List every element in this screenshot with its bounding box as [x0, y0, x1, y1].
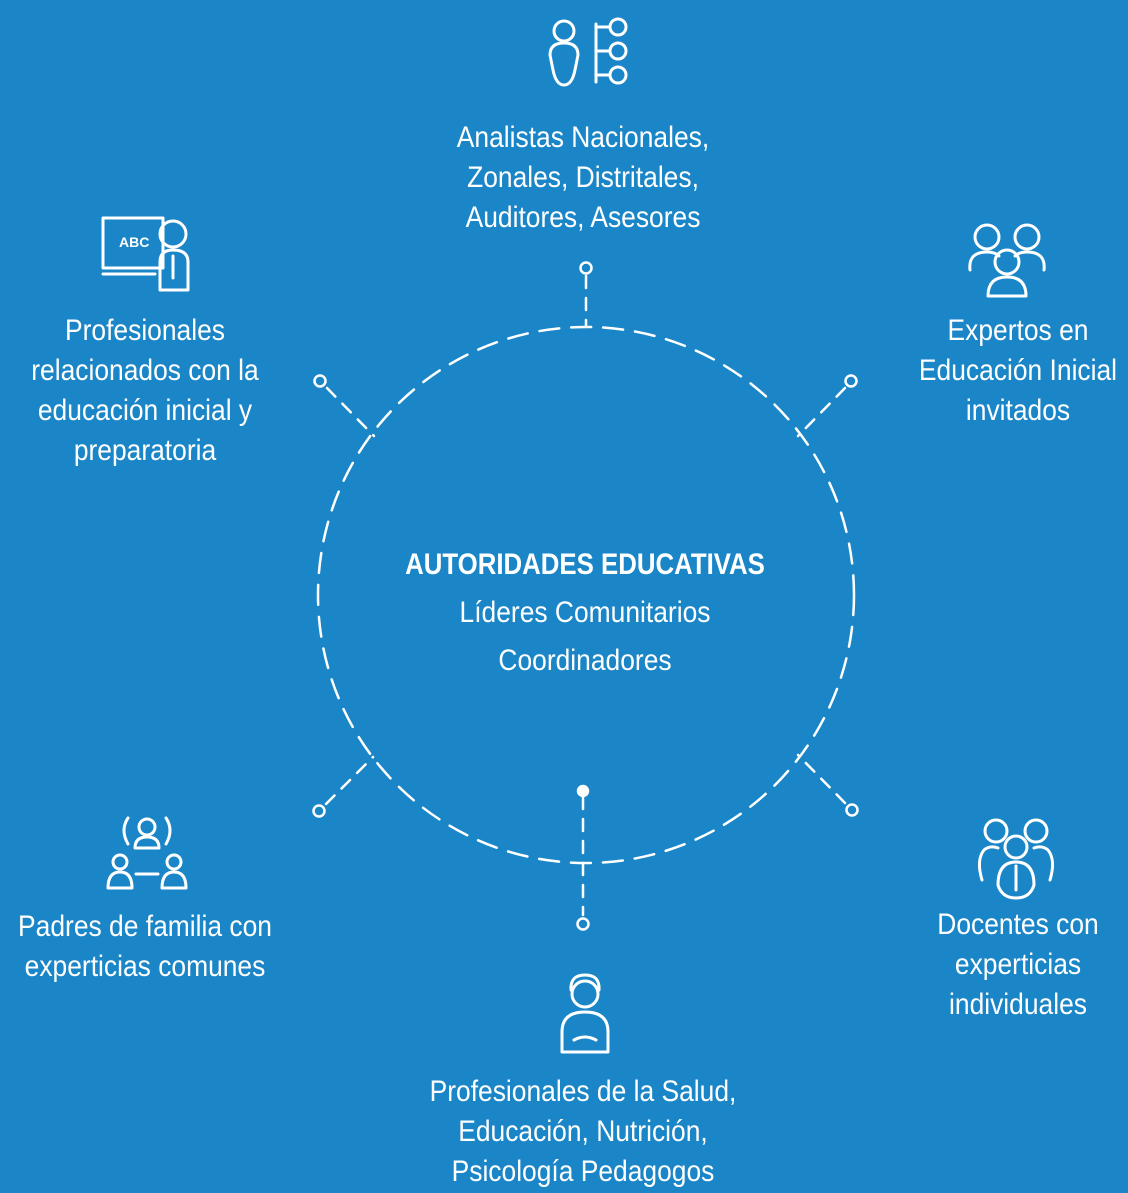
node-label-top: Analistas Nacionales, Zonales, Distrital…	[456, 121, 710, 234]
connector-bottom	[576, 784, 590, 931]
node-label-top-right: Expertos en Educación Inicial invitados	[918, 314, 1118, 427]
parents-network-icon	[106, 816, 188, 890]
connector-bottom-left	[312, 755, 375, 818]
center-circle	[316, 325, 856, 865]
connector-top	[579, 261, 593, 328]
health-professional-icon	[560, 973, 610, 1054]
teachers-group-icon	[977, 818, 1055, 900]
teacher-board-icon	[101, 216, 190, 292]
node-label-bottom: Profesionales de la Salud, Educación, Nu…	[429, 1075, 737, 1188]
center-line-1: Líderes Comunitarios	[459, 596, 711, 629]
node-label-bottom-left: Padres de familia con experticias comune…	[18, 910, 272, 983]
hierarchy-people-icon	[548, 17, 628, 87]
board-text: ABC	[119, 234, 149, 250]
node-label-top-left: Profesionales relacionados con la educac…	[31, 314, 259, 467]
connector-top-right	[796, 374, 858, 438]
group-of-people-icon	[968, 223, 1046, 298]
node-label-bottom-right: Docentes con experticias individuales	[937, 908, 1099, 1021]
connector-top-left	[313, 374, 376, 438]
connector-bottom-right	[796, 753, 859, 817]
center-title: AUTORIDADES EDUCATIVAS	[405, 548, 765, 581]
center-line-2: Coordinadores	[498, 644, 672, 677]
